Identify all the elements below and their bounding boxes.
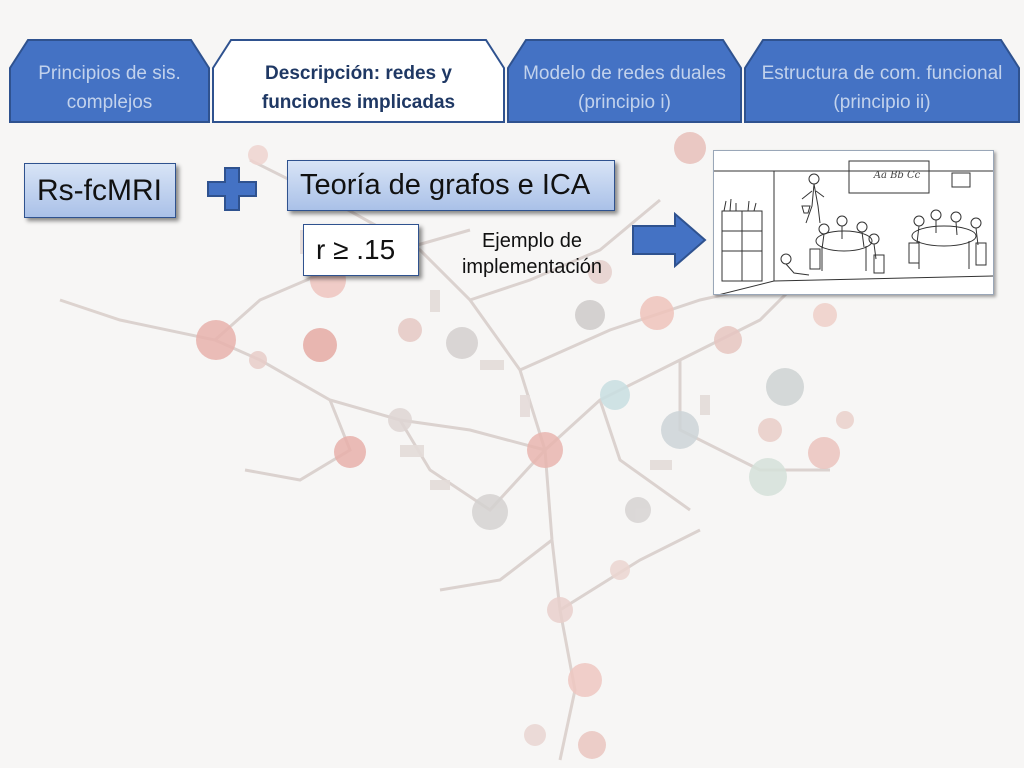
example-caption: Ejemplo de implementación: [461, 230, 603, 278]
tab-shape: [507, 39, 742, 123]
right-arrow-icon: [632, 212, 707, 268]
tab-estructura[interactable]: Estructura de com. funcional (principio …: [743, 38, 1021, 124]
tab-shape: [744, 39, 1020, 123]
method-label: Rs-fcMRI: [37, 173, 162, 207]
classroom-illustration: [713, 150, 994, 295]
plus-icon: [207, 167, 257, 211]
classroom-drawing: [714, 160, 993, 294]
method-box: Rs-fcMRI: [24, 163, 176, 218]
tab-shape: [212, 39, 505, 123]
analysis-label: Teoría de grafos e ICA: [300, 169, 591, 201]
tab-label: Modelo de redes duales (principio i): [523, 63, 726, 113]
analysis-box: Teoría de grafos e ICA: [287, 160, 615, 211]
tab-shape: [9, 39, 210, 123]
tab-label: Principios de sis. complejos: [38, 63, 181, 113]
tab-label: Descripción: redes y funciones implicada…: [261, 63, 456, 113]
threshold-label: r ≥ .15: [316, 234, 396, 265]
tab-label: Estructura de com. funcional (principio …: [761, 63, 1003, 113]
chalkboard-text: Aa Bb Cc: [873, 170, 921, 181]
threshold-box: r ≥ .15: [303, 224, 419, 276]
tab-descripcion[interactable]: Descripción: redes y funciones implicada…: [211, 38, 506, 124]
tab-principios[interactable]: Principios de sis. complejos: [8, 38, 211, 124]
tab-modelo-redes[interactable]: Modelo de redes duales (principio i): [506, 38, 743, 124]
